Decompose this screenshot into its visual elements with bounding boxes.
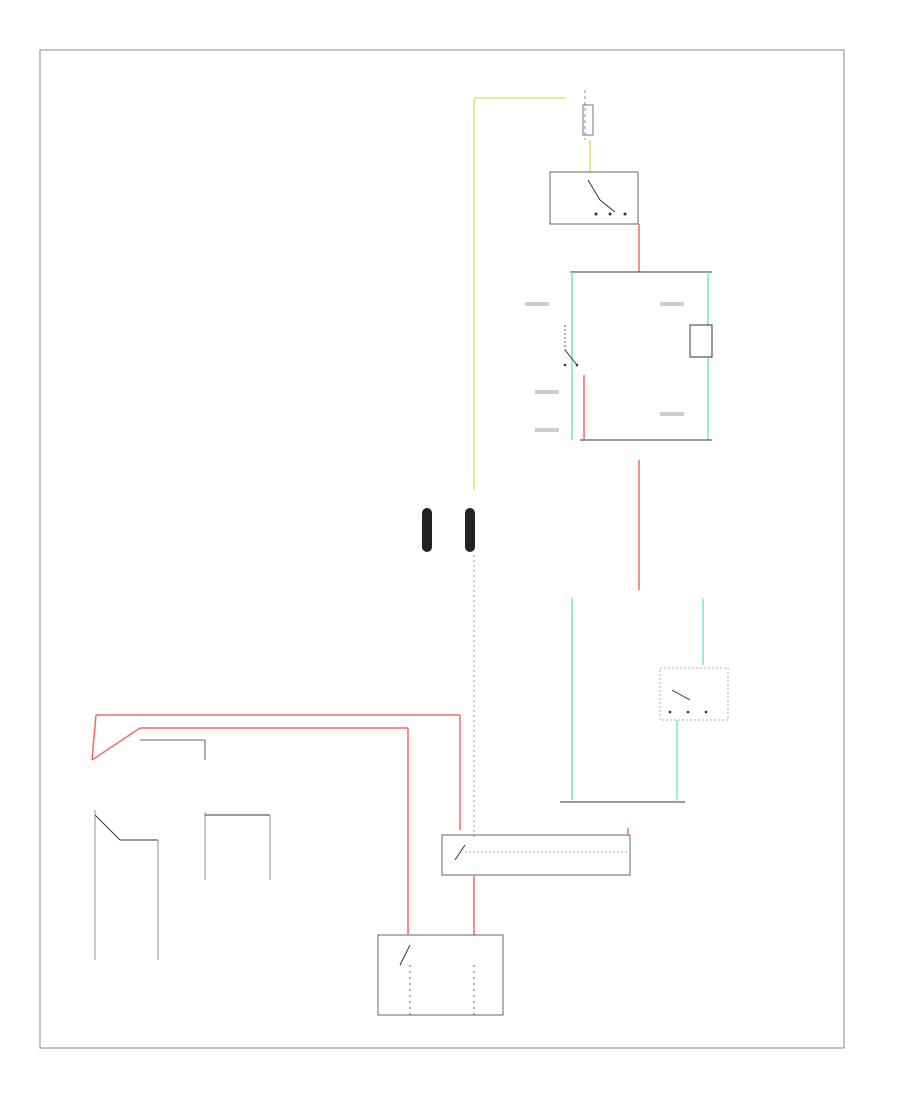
red-feed-wires xyxy=(91,714,461,935)
starter-motor xyxy=(377,934,504,1016)
starter-relay xyxy=(441,828,631,935)
yellow-feed-wire xyxy=(473,97,565,490)
connector-left xyxy=(422,508,432,552)
left-branch xyxy=(94,810,159,960)
diagram-frame xyxy=(39,49,845,1049)
ignition-switch xyxy=(549,171,640,272)
mid-branch xyxy=(204,812,271,880)
clutch-relay-section xyxy=(525,271,713,590)
fuse-block xyxy=(582,90,594,172)
connector-right xyxy=(465,508,475,552)
trans-range-section xyxy=(560,598,729,803)
